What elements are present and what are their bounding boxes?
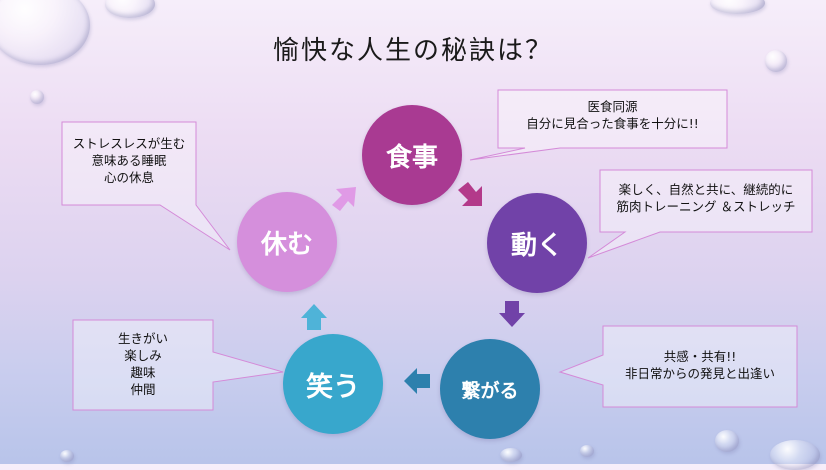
arrow-shape [499,301,525,327]
callout-warau-line-1: 生きがい [117,331,168,346]
arrow-shape [458,182,482,206]
water-drop-decoration [765,50,787,72]
cycle-node-shoku-label: 食事 [385,142,438,173]
callout-shoku: 医食同源 自分に見合った食事を十分に!! [498,98,727,132]
callout-tsunagaru-line-1: 共感・共有!! [663,349,737,364]
water-drop-decoration [580,445,594,457]
cycle-node-warau-label: 笑う [306,371,360,403]
arrow-shape [404,368,430,394]
page-title: 愉快な人生の秘訣は？ [272,36,553,66]
callout-tsunagaru: 共感・共有!! 非日常からの発見と出逢い [603,348,797,382]
callout-warau-line-3: 趣味 [130,365,156,380]
callout-shoku-line-2: 自分に見合った食事を十分に!! [526,116,699,131]
arrow-shape [332,187,356,211]
cycle-node-yasumu-label: 休む [260,229,313,260]
callout-ugoku-line-1: 楽しく、自然と共に、継続的に [618,182,794,197]
callout-yasumu-line-1: ストレスレスが生む [72,136,186,151]
arrow-yasumu-to-shoku [332,187,356,211]
arrow-shoku-to-ugoku [458,182,482,206]
water-drop-decoration [715,430,739,452]
cycle-node-ugoku: 動く [487,193,587,293]
water-drop-decoration [770,440,820,470]
arrow-warau-to-yasumu [301,304,327,330]
callout-shoku-line-1: 医食同源 [587,99,638,114]
cycle-node-tsunagaru-label: 繋がる [461,379,519,402]
arrow-ugoku-to-tsunagaru [499,301,525,327]
callout-tsunagaru-line-2: 非日常からの発見と出逢い [624,366,775,381]
cycle-node-ugoku-label: 動く [510,230,563,261]
callout-ugoku: 楽しく、自然と共に、継続的に 筋肉トレーニング ＆ストレッチ [600,181,812,215]
water-drop-decoration [105,0,155,18]
cycle-node-shoku: 食事 [362,105,462,205]
callout-yasumu-line-3: 心の休息 [103,170,154,185]
water-drop-decoration [500,448,522,462]
callout-warau-line-4: 仲間 [130,382,156,397]
callout-ugoku-line-2: 筋肉トレーニング ＆ストレッチ [616,199,796,214]
callout-yasumu: ストレスレスが生む 意味ある睡眠 心の休息 [62,135,196,186]
cycle-node-yasumu: 休む [237,192,337,292]
arrow-tsunagaru-to-warau [404,368,430,394]
callout-yasumu-line-2: 意味ある睡眠 [91,153,167,168]
water-drop-decoration [30,90,44,104]
water-drop-decoration [60,450,74,462]
water-drop-decoration [710,0,765,14]
callout-warau: 生きがい 楽しみ 趣味 仲間 [73,330,213,398]
callout-warau-line-2: 楽しみ [124,348,162,363]
cycle-node-tsunagaru: 繋がる [440,339,540,439]
arrow-shape [301,304,327,330]
cycle-node-warau: 笑う [283,334,383,434]
